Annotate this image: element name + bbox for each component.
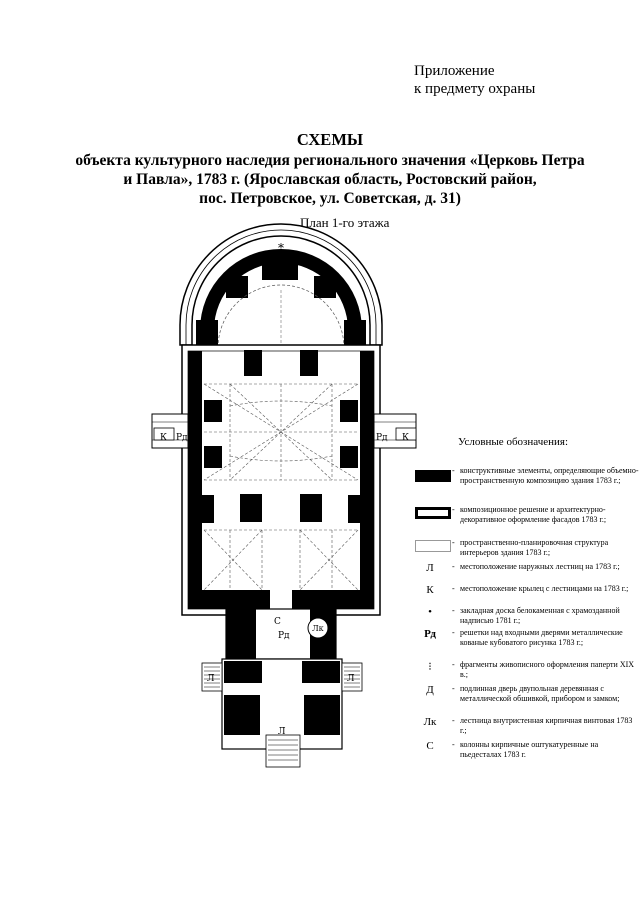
plan-label-rd-west: Рд [278, 631, 290, 641]
legend-text: решетки над входными дверями металлическ… [460, 628, 623, 647]
legend-symbol: ⁝ [428, 661, 432, 673]
legend-symbol: К [426, 584, 434, 596]
pier [300, 494, 322, 522]
pier [340, 400, 358, 422]
apse-pier [196, 320, 218, 348]
pier [300, 350, 318, 376]
legend-text: местоположение наружных лестниц на 1783 … [460, 562, 620, 571]
pier [204, 400, 222, 422]
vault-lines [203, 383, 359, 591]
pier [348, 495, 368, 523]
appendix-line-2: к предмету охраны [414, 81, 536, 97]
legend-title: Условные обозначения: [458, 436, 569, 448]
pier [194, 495, 214, 523]
apse-pier [344, 320, 366, 348]
plan-label-l-right: Л [347, 674, 355, 684]
legend-swatch-outline [415, 507, 451, 519]
plan-label-k-north: К [160, 433, 167, 443]
legend-symbol: С [426, 740, 434, 752]
legend-text: закладная доска белокаменная с храмоздан… [460, 606, 620, 625]
plan-label-star: * [278, 241, 284, 255]
plan-label-k-south: К [402, 433, 409, 443]
apse-inner-ring [185, 229, 377, 345]
west-wall-right [292, 590, 374, 609]
apse-pier [226, 276, 248, 298]
west-wall-left [188, 590, 270, 609]
legend-symbol: Л [426, 562, 434, 574]
plan-label-l-west: Л [278, 727, 286, 737]
south-wall [360, 351, 374, 609]
pier [340, 446, 358, 468]
north-porch [151, 413, 189, 449]
plan-label-c: С [274, 617, 281, 627]
appendix-note: Приложение к предмету охраны [414, 62, 535, 98]
pier [240, 494, 262, 522]
apse-outer-ring [179, 223, 383, 346]
legend-symbol: Лк [423, 716, 437, 728]
west-porches [201, 662, 363, 768]
heading-line-3: и Павла», 1783 г. (Ярославская область, … [123, 171, 537, 188]
apse-pier [262, 262, 298, 280]
legend-text: лестница внутристенная кирпичная винтова… [460, 716, 633, 735]
plan-label-rd-south: Рд [376, 433, 388, 443]
apse-pier [314, 276, 336, 298]
legend-symbol: Рд [424, 628, 436, 640]
legend-text: фрагменты живописного оформления паперти… [460, 660, 635, 679]
narthex [221, 658, 343, 750]
legend-text: композиционное решение и архитектурно-де… [460, 505, 607, 524]
appendix-line-1: Приложение [414, 63, 495, 79]
plan-label-lk: Лк [312, 624, 324, 633]
plan-label-l-left: Л [207, 674, 215, 684]
legend-swatch-black [415, 470, 451, 482]
legend-text: местоположение крылец с лестницами на 17… [460, 584, 629, 593]
north-wall [188, 351, 202, 609]
heading-line-1: СХЕМЫ [296, 130, 364, 149]
pier [244, 350, 262, 376]
plan-title: План 1-го этажа [300, 215, 390, 230]
pier [204, 446, 222, 468]
legend-text: конструктивные элементы, определяющие об… [460, 466, 639, 485]
legend-text: пространственно-планировочная структура … [460, 538, 609, 557]
plan-label-rd-north: Рд [176, 433, 188, 443]
south-porch [373, 413, 417, 449]
legend-text: подлинная дверь двупольная деревянная с … [460, 684, 620, 703]
heading-line-4: пос. Петровское, ул. Советская, д. 31) [199, 190, 461, 207]
legend-text: колонны кирпичные оштукатуренные на пьед… [460, 740, 599, 759]
apse-wall [200, 249, 362, 345]
legend-swatch-light [415, 540, 451, 552]
legend-symbol: • [428, 606, 432, 618]
legend-symbol: Д [426, 684, 434, 696]
heading-line-2: объекта культурного наследия регионально… [75, 152, 585, 169]
document-heading: СХЕМЫ объекта культурного наследия регио… [60, 130, 600, 208]
